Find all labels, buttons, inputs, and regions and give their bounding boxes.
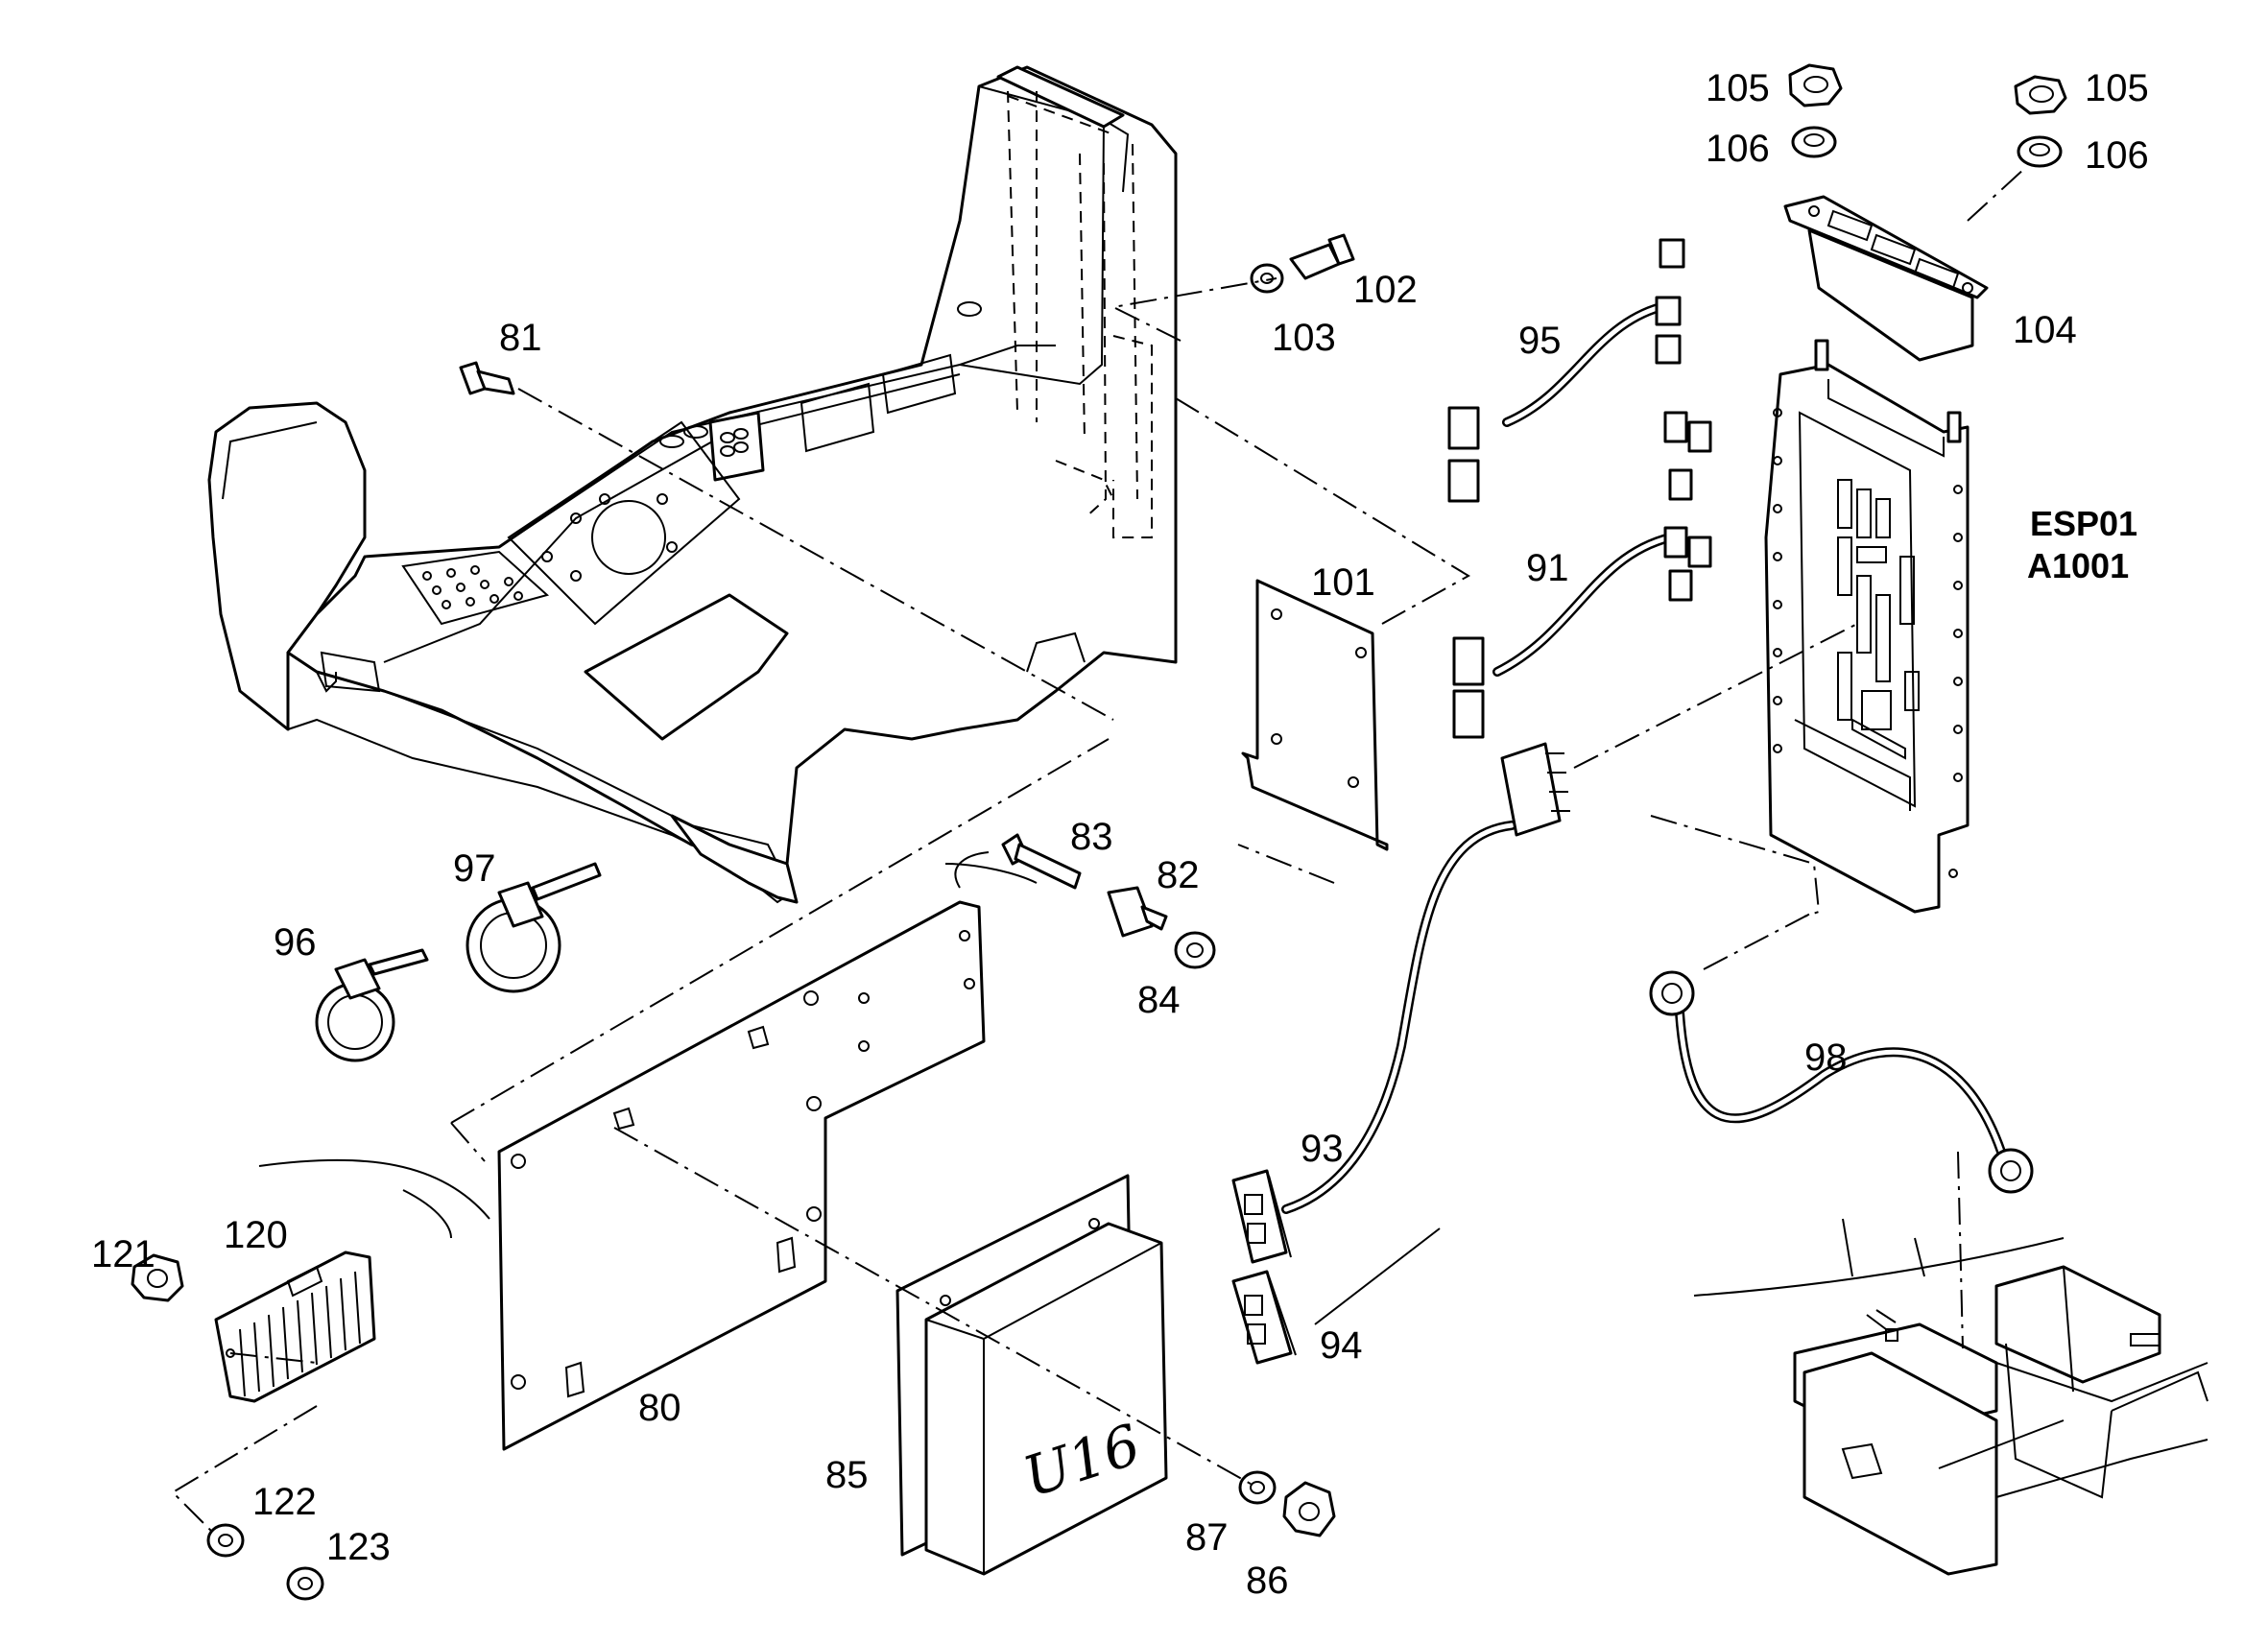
washer-123 bbox=[286, 1566, 324, 1601]
washer-122 bbox=[206, 1523, 245, 1558]
connector-94 bbox=[1231, 1227, 1441, 1365]
label-122: 122 bbox=[252, 1481, 317, 1523]
console-housing bbox=[207, 65, 1178, 904]
relay-120 bbox=[214, 1251, 376, 1403]
pad-perforations bbox=[422, 565, 523, 609]
bolt-83 bbox=[1001, 833, 1082, 890]
label-86: 86 bbox=[1246, 1560, 1289, 1602]
label-103: 103 bbox=[1272, 317, 1336, 359]
label-80: 80 bbox=[638, 1387, 681, 1429]
label-84: 84 bbox=[1137, 979, 1181, 1021]
nut-86 bbox=[1282, 1481, 1336, 1537]
label-123: 123 bbox=[326, 1526, 391, 1568]
label-94: 94 bbox=[1320, 1324, 1363, 1367]
screw-102 bbox=[1289, 233, 1355, 280]
module-side-holes bbox=[1773, 408, 1963, 878]
washer-84 bbox=[1174, 931, 1216, 969]
cable-tie-97 bbox=[466, 862, 602, 993]
cable-tie-96 bbox=[315, 948, 429, 1062]
label-82: 82 bbox=[1157, 854, 1200, 896]
ecu-unit-85: U16 bbox=[895, 1174, 1168, 1576]
chassis-frame bbox=[1693, 1218, 2208, 1576]
label-87: 87 bbox=[1185, 1516, 1229, 1559]
ground-strap-98 bbox=[1649, 970, 2034, 1194]
label-105-left: 105 bbox=[1706, 67, 1770, 109]
part-labels: 81 102 103 95 91 101 105 106 105 106 104… bbox=[91, 67, 2149, 1602]
washer-103 bbox=[1250, 263, 1284, 294]
mounting-plate-80 bbox=[258, 851, 1038, 1451]
label-81: 81 bbox=[499, 317, 542, 359]
label-93: 93 bbox=[1301, 1128, 1344, 1170]
washer-87 bbox=[1238, 1470, 1277, 1505]
label-105-right: 105 bbox=[2085, 67, 2149, 109]
assembly-lines bbox=[171, 167, 2026, 1532]
label-83: 83 bbox=[1070, 816, 1113, 858]
nut-105-right bbox=[2014, 75, 2067, 115]
screw-81 bbox=[459, 361, 515, 395]
spacer-82 bbox=[1107, 886, 1168, 938]
label-102: 102 bbox=[1353, 269, 1418, 311]
label-98: 98 bbox=[1804, 1036, 1848, 1079]
electronics-module bbox=[1764, 339, 1970, 914]
module-line-1: ESP01 bbox=[2030, 504, 2137, 543]
label-97: 97 bbox=[453, 847, 496, 890]
label-106-right: 106 bbox=[2085, 134, 2149, 177]
nut-121 bbox=[131, 1253, 184, 1302]
bracket-101 bbox=[1241, 579, 1389, 851]
label-85: 85 bbox=[825, 1454, 869, 1496]
label-95: 95 bbox=[1518, 320, 1562, 362]
washer-106-left bbox=[1791, 126, 1837, 158]
nut-105-left bbox=[1788, 63, 1843, 107]
label-104: 104 bbox=[2013, 309, 2077, 351]
harness-95 bbox=[1447, 238, 1685, 503]
label-101: 101 bbox=[1311, 561, 1375, 604]
cable-93 bbox=[1231, 742, 1570, 1264]
label-91: 91 bbox=[1526, 547, 1569, 589]
harness-91 bbox=[1452, 411, 1712, 739]
label-96: 96 bbox=[274, 921, 317, 964]
washer-106-right bbox=[2017, 135, 2063, 168]
switch-block-104 bbox=[1783, 195, 1989, 362]
label-120: 120 bbox=[224, 1214, 288, 1256]
label-121: 121 bbox=[91, 1233, 155, 1275]
label-106-left: 106 bbox=[1706, 128, 1770, 170]
module-line-2: A1001 bbox=[2027, 546, 2129, 585]
